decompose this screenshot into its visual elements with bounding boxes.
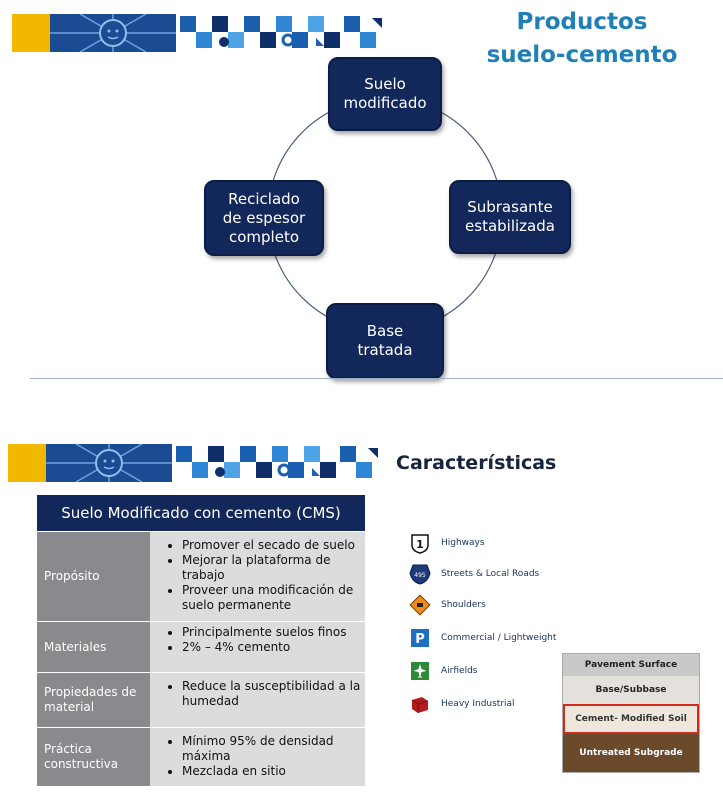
legend-heavy-industrial: Heavy Industrial — [408, 693, 515, 715]
pattern-tiles — [172, 444, 386, 482]
layer-cement-modified-soil: Cement- Modified Soil — [563, 704, 699, 734]
section-title: Características — [396, 452, 557, 474]
layer-base: Base/Subbase — [563, 676, 699, 704]
node-text: Subrasante — [467, 198, 553, 216]
node-text: tratada — [357, 341, 413, 359]
parking-icon: P — [408, 627, 432, 649]
legend-label: Commercial / Lightweight — [441, 633, 557, 643]
sun-icon — [50, 14, 176, 52]
node-text: de espesor — [222, 208, 306, 227]
table-row: Práctica constructiva Mínimo 95% de dens… — [37, 727, 365, 786]
road-shield-icon: 495 — [408, 563, 432, 585]
legend-label: Heavy Industrial — [441, 699, 515, 709]
decorative-banner — [12, 14, 390, 52]
title-line-2: suelo-cemento — [486, 42, 678, 68]
row-body: Promover el secado de suelo Mejorar la p… — [150, 532, 365, 621]
node-text: Reciclado — [228, 189, 300, 208]
row-label: Propósito — [37, 532, 150, 621]
yellow-block — [12, 14, 50, 52]
highway-number: 1 — [416, 538, 424, 551]
legend-label: Streets & Local Roads — [441, 569, 540, 579]
industrial-block-icon — [408, 693, 432, 715]
row-label: Práctica constructiva — [37, 728, 150, 786]
table-row: Propiedades de material Reduce la suscep… — [37, 672, 365, 727]
legend-label: Airfields — [441, 666, 478, 676]
legend-shoulders: Shoulders — [408, 594, 486, 616]
node-text: modificado — [343, 94, 427, 112]
road-number: 495 — [414, 572, 426, 579]
row-body: Principalmente suelos finos 2% – 4% ceme… — [150, 622, 365, 672]
list-item: Mínimo 95% de densidad máxima — [182, 734, 361, 764]
table-row: Propósito Promover el secado de suelo Me… — [37, 531, 365, 621]
row-label: Materiales — [37, 622, 150, 672]
list-item: 2% – 4% cemento — [182, 640, 361, 655]
soil-layers-diagram: Pavement Surface Base/Subbase Cement- Mo… — [562, 653, 700, 773]
list-item: Proveer una modificación de suelo perman… — [182, 583, 361, 613]
node-text: completo — [228, 227, 299, 246]
table-header: Suelo Modificado con cemento (CMS) — [37, 495, 365, 531]
sun-icon — [46, 444, 172, 482]
highway-shield-icon: 1 — [408, 532, 432, 554]
parking-letter: P — [415, 632, 425, 647]
node-text: Base — [366, 322, 404, 340]
legend-airfields: Airfields — [408, 660, 477, 682]
decorative-banner — [8, 444, 386, 482]
layer-pavement: Pavement Surface — [563, 654, 699, 676]
table-row: Materiales Principalmente suelos finos 2… — [37, 621, 365, 672]
node-text: Suelo — [364, 75, 406, 93]
page-title: Productos suelo-cemento — [462, 6, 702, 72]
legend-label: Shoulders — [441, 600, 486, 610]
node-text: estabilizada — [465, 217, 555, 235]
roadwork-sign-icon — [408, 594, 432, 616]
row-label: Propiedades de material — [37, 673, 150, 727]
legend-highways: 1 Highways — [408, 532, 485, 554]
layer-subgrade: Untreated Subgrade — [563, 734, 699, 772]
row-body: Reduce la susceptibilidad a la humedad — [150, 673, 365, 727]
list-item: Promover el secado de suelo — [182, 538, 361, 553]
airplane-icon — [408, 660, 432, 682]
title-line-1: Productos — [516, 9, 648, 35]
list-item: Principalmente suelos finos — [182, 625, 361, 640]
divider-line — [30, 378, 723, 379]
list-item: Mezclada en sitio — [182, 764, 361, 779]
yellow-block — [8, 444, 46, 482]
legend-streets: 495 Streets & Local Roads — [408, 563, 539, 585]
list-item: Reduce la susceptibilidad a la humedad — [182, 679, 361, 709]
row-body: Mínimo 95% de densidad máxima Mezclada e… — [150, 728, 365, 786]
legend-commercial: P Commercial / Lightweight — [408, 627, 556, 649]
cms-table: Suelo Modificado con cemento (CMS) Propó… — [37, 495, 365, 786]
pattern-tiles — [176, 14, 390, 52]
legend-label: Highways — [441, 538, 485, 548]
list-item: Mejorar la plataforma de trabajo — [182, 553, 361, 583]
